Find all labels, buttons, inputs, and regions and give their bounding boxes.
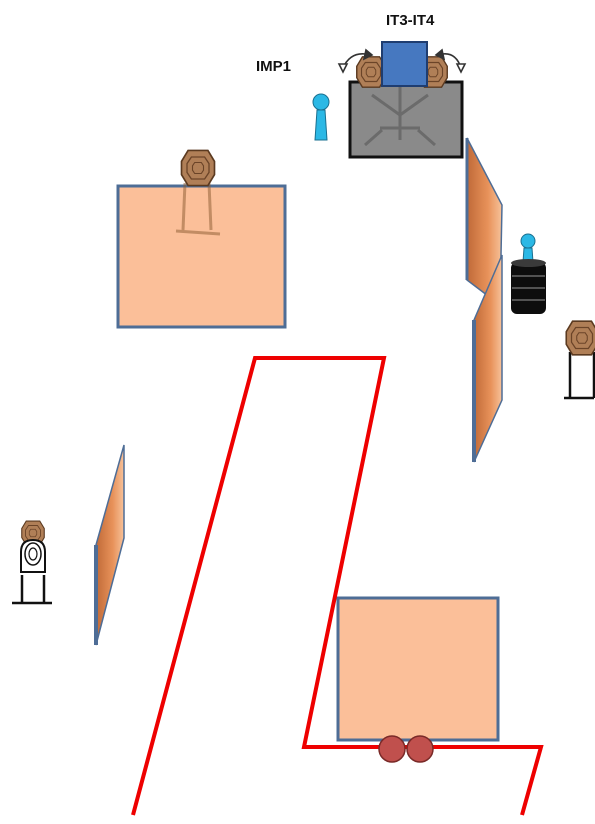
barrier-box-bottom [336,596,500,742]
cardboard-target-icon [564,320,595,400]
wall-left [94,444,125,646]
barrel-icon [511,259,546,314]
swinging-target-icon [356,41,448,88]
barrier-box-top-left [116,184,287,329]
metal-popper-icon [312,93,330,141]
shooting-area [131,356,544,816]
swinger-frame [348,80,464,159]
white-target-icon [12,520,52,605]
wall-right-lower [472,254,503,463]
rotation-arrow-icon [337,48,467,74]
label-it3-it4: IT3-IT4 [386,12,435,29]
cardboard-target-icon [175,149,221,236]
label-imp1: IMP1 [256,58,292,75]
metal-popper-icon [520,233,536,263]
start-position-icon [378,735,434,763]
